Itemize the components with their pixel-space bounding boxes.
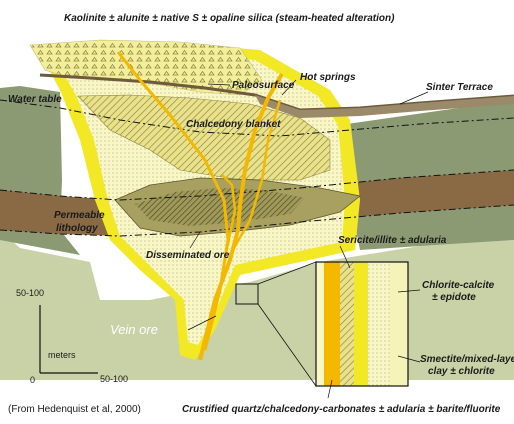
leader-hot-springs	[281, 79, 297, 96]
leader-paleosurface	[207, 83, 231, 86]
label-citation: (From Hedenquist et al, 2000)	[8, 404, 141, 415]
vein-branch	[228, 99, 282, 256]
label-disseminated-ore: Disseminated ore	[146, 250, 230, 261]
scale-origin-label: 0	[30, 375, 35, 385]
inset-link-bottom	[257, 303, 317, 387]
label-vein-ore: Vein ore	[110, 322, 158, 337]
label-crustified: Crustified quartz/chalcedony-carbonates …	[182, 404, 501, 415]
label-water-table: Water table	[8, 94, 62, 105]
chalcedony-blanket	[77, 94, 331, 181]
scale-vertical-label: 50-100	[16, 288, 44, 298]
label-permeable: Permeable	[54, 210, 105, 221]
label-smectite-1: Smectite/mixed-layer	[420, 354, 514, 365]
water-table-line	[0, 99, 514, 137]
label-top-alteration: Kaolinite ± alunite ± native S ± opaline…	[64, 13, 395, 24]
leader-crustified	[327, 379, 333, 399]
label-sericite: Sericite/illite ± adularia	[338, 235, 447, 246]
label-chlorite-2: ± epidote	[432, 292, 476, 303]
leader-smectite	[397, 355, 421, 363]
label-sinter-terrace: Sinter Terrace	[426, 82, 493, 93]
sinter-terrace	[255, 95, 514, 118]
scale-unit-label: meters	[48, 350, 76, 360]
vein-left	[116, 51, 230, 351]
leader-chlorite	[397, 289, 421, 293]
leader-sinter	[399, 91, 429, 105]
disseminated-ore-inner	[135, 188, 305, 226]
vein-center	[221, 174, 237, 245]
label-smectite-2: clay ± chlorite	[428, 366, 495, 377]
vein-detail-inset	[315, 261, 409, 387]
label-lithology: lithology	[56, 223, 98, 234]
leader-vein-ore	[187, 315, 217, 331]
scale-bar	[39, 305, 98, 374]
label-chalcedony-blanket: Chalcedony blanket	[186, 119, 281, 130]
inset-link-top	[257, 261, 317, 285]
label-hot-springs: Hot springs	[300, 72, 356, 83]
lithology-top-line	[0, 169, 514, 201]
label-paleosurface: Paleosurface	[232, 80, 295, 91]
inset-source-box	[235, 283, 259, 305]
scale-horizontal-label: 50-100	[100, 374, 128, 384]
label-chlorite-1: Chlorite-calcite	[422, 280, 495, 291]
leader-sericite	[339, 245, 351, 269]
leader-disseminated	[189, 231, 201, 249]
